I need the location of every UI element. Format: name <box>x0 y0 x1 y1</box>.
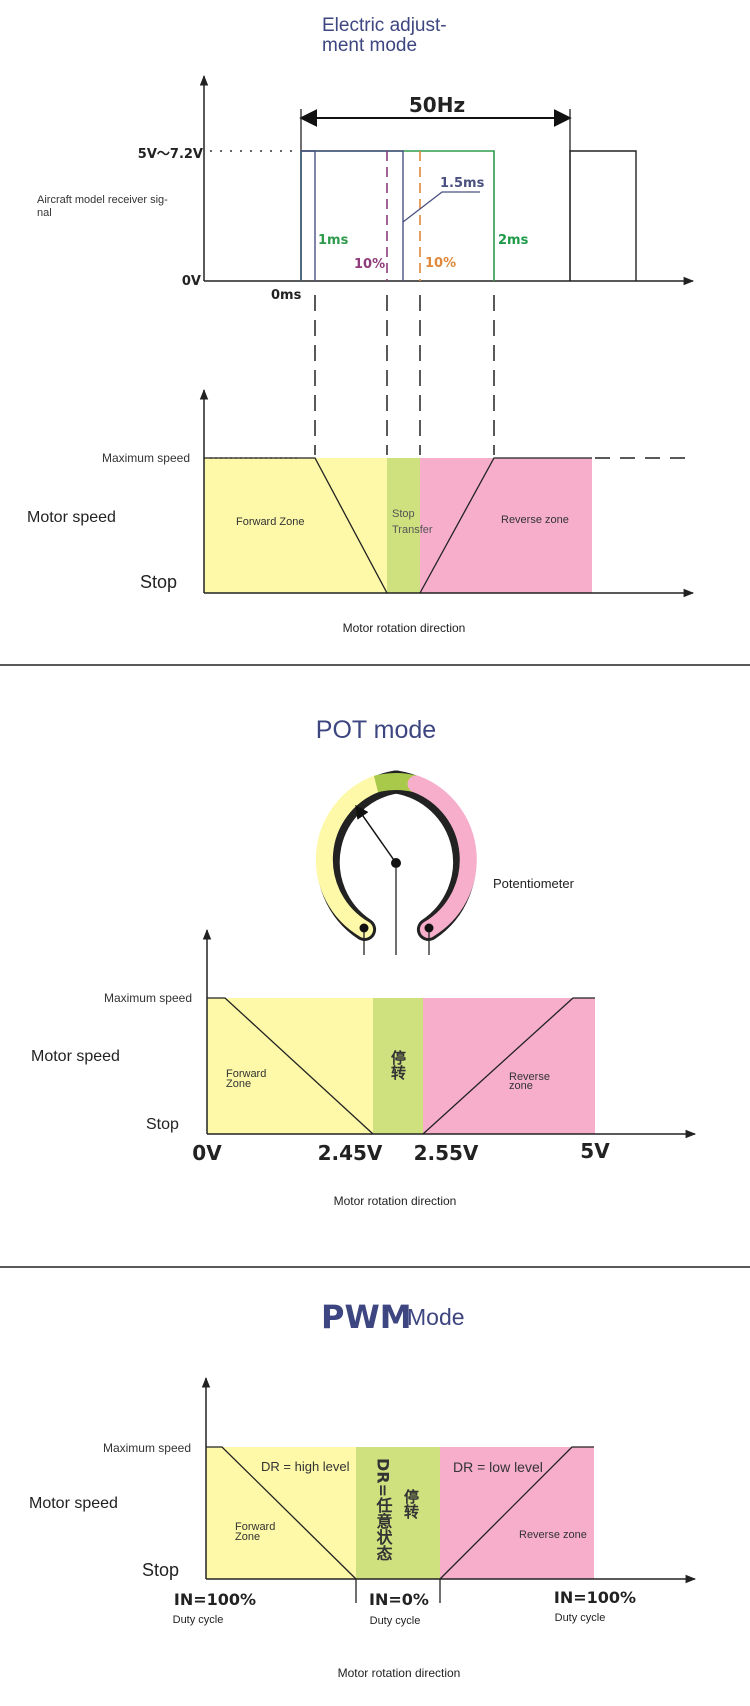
stop-transfer-area <box>387 458 420 593</box>
section-electric-mode: Electric adjust- ment mode 50Hz 5V～7.2V … <box>27 15 695 635</box>
section2-title: POT mode <box>316 716 436 744</box>
pot-x-axis-label: Motor rotation direction <box>334 1194 457 1208</box>
reverse-zone-label: Reverse zone <box>501 514 569 526</box>
label-pct-left: 10% <box>354 257 385 272</box>
section3-title-rest: Mode <box>407 1304 465 1330</box>
pwm-stop-zone-area <box>356 1447 440 1579</box>
stop-label: Stop <box>140 572 177 592</box>
section1-title-line2: ment mode <box>322 35 417 56</box>
pot-max-speed-label: Maximum speed <box>104 991 192 1005</box>
pwm-x-axis-label: Motor rotation direction <box>338 1666 461 1680</box>
pwm-forward-zone-area <box>206 1447 356 1579</box>
label-1-5ms: 1.5ms <box>440 176 485 191</box>
pwm-max-speed-label: Maximum speed <box>103 1441 191 1455</box>
signal-label-line1: Aircraft model receiver sig- <box>37 194 168 206</box>
pulse-1-5ms <box>301 150 404 281</box>
pwm-forward-label-2: Zone <box>235 1531 260 1543</box>
pwm-forward-speed-line <box>206 1446 357 1580</box>
pot-v0-label: 0V <box>192 1141 222 1165</box>
signal-label-line2: nal <box>37 207 52 219</box>
pwm-duty-left-label: Duty cycle <box>173 1614 224 1626</box>
pot-v3-label: 5V <box>580 1139 610 1163</box>
projection-lines <box>314 295 495 455</box>
section3-title-bold: PWM <box>321 1298 412 1336</box>
next-pulse <box>569 150 637 281</box>
section-pot-mode: POT mode Potentiometer Maximum speed Mot… <box>31 716 697 1208</box>
pot-stop-label: Stop <box>146 1116 179 1133</box>
stop-transfer-label-1: Stop <box>392 508 415 520</box>
pot-motor-speed-label: Motor speed <box>31 1048 120 1065</box>
forward-zone-area <box>204 458 387 593</box>
pulse-2ms <box>300 150 495 281</box>
pwm-in-left-label: IN=100% <box>174 1590 256 1609</box>
max-speed-label: Maximum speed <box>102 451 190 465</box>
stop-transfer-label-2: Transfer <box>392 524 433 536</box>
pwm-dr-any-label: DR=任意状态 <box>374 1458 394 1561</box>
pot-stop-cn-label: 停转 <box>389 1049 407 1081</box>
pwm-forward-label-1: Forward <box>235 1521 275 1533</box>
voltage-low-label: 0V <box>182 274 201 289</box>
pwm-in-mid-label: IN=0% <box>369 1590 429 1609</box>
pot-v2-label: 2.55V <box>414 1141 479 1165</box>
reverse-speed-line <box>419 457 592 594</box>
pwm-motor-speed-label: Motor speed <box>29 1495 118 1512</box>
label-1ms: 1ms <box>318 233 349 248</box>
voltage-high-label: 5V～7.2V <box>138 147 203 162</box>
pwm-duty-right-label: Duty cycle <box>555 1612 606 1624</box>
pot-forward-zone-area <box>207 998 373 1134</box>
reverse-zone-area <box>420 458 592 593</box>
pot-forward-label-2: Zone <box>226 1078 251 1090</box>
pwm-reverse-zone-area <box>440 1447 594 1579</box>
pot-stop-zone-area <box>373 998 423 1134</box>
pwm-in-right-label: IN=100% <box>554 1588 636 1607</box>
x-axis-label: Motor rotation direction <box>343 621 466 635</box>
pot-v1-label: 2.45V <box>318 1141 383 1165</box>
potentiometer-label: Potentiometer <box>493 876 575 891</box>
pwm-duty-mid-label: Duty cycle <box>370 1615 421 1627</box>
pot-reverse-label-2: zone <box>509 1080 533 1092</box>
pot-forward-speed-line <box>207 997 374 1135</box>
forward-zone-label: Forward Zone <box>236 516 304 528</box>
pulse-1ms <box>300 150 316 281</box>
pot-reverse-speed-line <box>422 997 595 1135</box>
pwm-reverse-label: Reverse zone <box>519 1529 587 1541</box>
label-2ms: 2ms <box>498 233 529 248</box>
callout-1-5ms <box>402 191 480 223</box>
pwm-stop-cn-label: 停转 <box>402 1488 420 1520</box>
pot-reverse-zone-area <box>423 998 595 1134</box>
pwm-reverse-speed-line <box>439 1446 594 1580</box>
freq-label: 50Hz <box>409 93 465 117</box>
pwm-stop-label: Stop <box>142 1560 179 1580</box>
pwm-dr-high-label: DR = high level <box>261 1459 350 1474</box>
section1-title-line1: Electric adjust- <box>322 15 447 36</box>
section-pwm-mode: PWM Mode Maximum speed Motor speed Stop … <box>29 1298 697 1680</box>
motor-speed-label: Motor speed <box>27 509 116 526</box>
label-pct-right: 10% <box>425 256 456 271</box>
label-0ms: 0ms <box>271 288 302 303</box>
pwm-dr-low-label: DR = low level <box>453 1459 543 1475</box>
pot-reverse-label-1: Reverse <box>509 1071 550 1083</box>
potentiometer-dial <box>315 770 477 955</box>
pot-forward-label-1: Forward <box>226 1068 266 1080</box>
